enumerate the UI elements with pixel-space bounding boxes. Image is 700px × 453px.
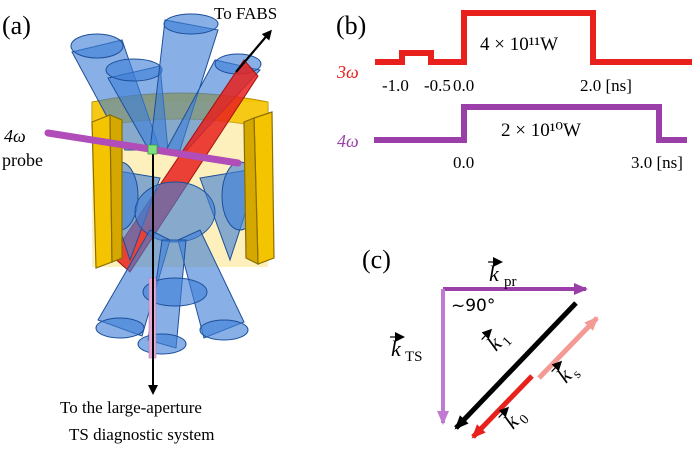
fabs-label: To FABS bbox=[214, 4, 277, 23]
panel-b-label: (b) bbox=[336, 11, 366, 40]
k-1-overarrow bbox=[481, 328, 493, 340]
probe-beam bbox=[44, 129, 242, 167]
center-cone-cluster bbox=[134, 181, 216, 243]
pulse-3w-tick-1: -0.5 bbox=[424, 76, 451, 95]
pulse-4w-power: 2 × 10¹⁰W bbox=[501, 120, 581, 141]
k-1-label: k 1 bbox=[481, 328, 516, 355]
scattering-volume bbox=[147, 144, 158, 155]
lower-cone-1-aperture bbox=[95, 317, 145, 339]
fabs-arrow bbox=[235, 29, 272, 73]
pulse-4w-tick-1: 3.0 [ns] bbox=[631, 153, 683, 172]
panel-a-label: (a) bbox=[2, 11, 31, 40]
pulse-3w-tick-3: 2.0 [ns] bbox=[580, 76, 632, 95]
lower-cone-2-aperture bbox=[199, 319, 249, 341]
hohlraum-wall-right-side bbox=[243, 117, 259, 265]
pulse-3w-tick-0: -1.0 bbox=[382, 76, 409, 95]
pulse-3w-name: 3ω bbox=[336, 62, 359, 82]
k-pr-sub: pr bbox=[504, 274, 517, 290]
lower-cone-2 bbox=[177, 229, 245, 339]
probe-label-line2: probe bbox=[2, 150, 43, 170]
k-1-vector bbox=[454, 301, 578, 430]
ts-label-line2: TS diagnostic system bbox=[69, 425, 214, 444]
probe-label-line1: 4ω bbox=[4, 126, 26, 146]
pulse-4w-tick-0: 0.0 bbox=[453, 153, 474, 172]
k-s-overarrow bbox=[551, 360, 563, 372]
k-ts-sub: TS bbox=[405, 349, 423, 365]
panel-a: (a) To FABS bbox=[2, 4, 277, 444]
panel-c-label: (c) bbox=[362, 245, 391, 274]
ts-label-line1: To the large-aperture bbox=[60, 398, 202, 417]
pulse-3w-power: 4 × 10¹¹W bbox=[480, 34, 558, 55]
k-pr-base: k bbox=[489, 261, 500, 286]
k-0-overarrow bbox=[498, 406, 510, 418]
pulse-4w-name: 4ω bbox=[337, 131, 359, 151]
hohlraum-front bbox=[91, 111, 275, 269]
k-pr-label: k pr bbox=[488, 257, 517, 290]
hohlraum-wall-left-side bbox=[109, 114, 123, 263]
upper-cone-1-aperture bbox=[70, 33, 124, 59]
k-ts-label: k TS bbox=[390, 332, 423, 365]
k-0-vector bbox=[471, 374, 534, 439]
k-s-vector bbox=[537, 316, 599, 380]
panel-c: (c) ~90° k pr k TS k 1 k s bbox=[362, 245, 599, 439]
lower-cone-3-aperture bbox=[137, 333, 187, 355]
angle-label: ~90° bbox=[451, 296, 495, 316]
panel-b: (b) 3ω 4 × 10¹¹W -1.0 -0.5 0.0 2.0 [ns] … bbox=[336, 10, 692, 172]
pulse-3w-trace bbox=[375, 10, 692, 65]
upper-cone-3-aperture bbox=[163, 13, 219, 35]
k-ts-base: k bbox=[391, 336, 402, 361]
lower-cone-center bbox=[142, 277, 208, 307]
upper-cone-2-aperture bbox=[105, 58, 163, 82]
pulse-4w-trace bbox=[374, 104, 687, 143]
pulse-3w-tick-2: 0.0 bbox=[453, 76, 474, 95]
